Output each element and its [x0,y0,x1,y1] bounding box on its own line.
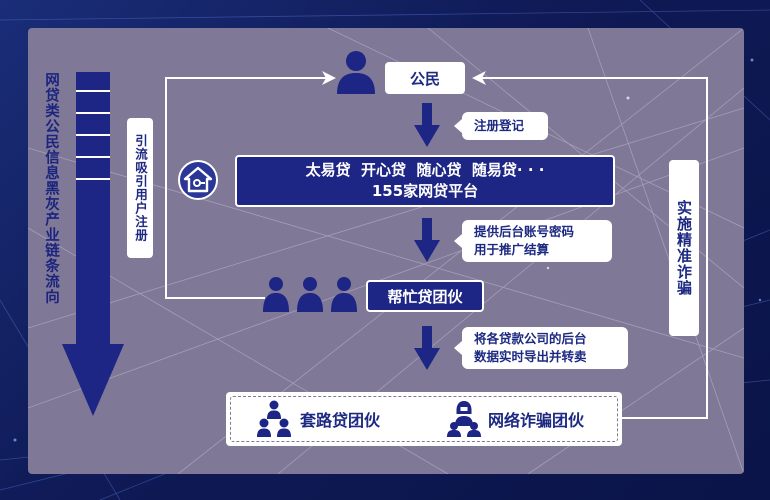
flow-arrow-3 [414,326,440,370]
note-resell-line2: 数据实时导出并转卖 [474,349,587,364]
flow-arrow-2 [414,218,440,262]
note-resell: 将各贷款公司的后台 数据实时导出并转卖 [454,327,628,369]
note-accounts-line1: 提供后台账号密码 [474,224,575,239]
scam-group-a: 套路贷团伙 [300,411,381,430]
scam-groups-dashed-border [230,396,618,442]
chain-flow-title: 网贷类公民信息黑灰产业链条流向 [43,72,59,305]
hooded-group-icon [447,401,481,437]
right-loop-vertical-line [706,77,708,419]
scam-groups-box: 套路贷团伙 网络诈骗团伙 [226,392,622,446]
scam-group-b: 网络诈骗团伙 [488,411,585,430]
left-loop-bottom-line [165,297,265,299]
platform-icon-badge [178,160,218,200]
citizen-node: 公民 [385,62,465,94]
platform-count: 155家网贷平台 [371,182,479,200]
platform-names: 太易贷 开心贷 随心贷 随易贷· · · [305,161,545,179]
flow-arrow-1 [414,103,440,147]
left-loop-arrowhead [322,71,336,85]
left-loop-label: 引流吸引用户注册 [133,134,148,242]
left-loop-top-line [165,77,333,79]
note-resell-line1: 将各贷款公司的后台 [474,331,587,346]
right-loop-label: 实施精准诈骗 [675,200,693,296]
left-loop-label-box: 引流吸引用户注册 [127,118,153,258]
group-three-persons-icon [263,277,357,312]
note-accounts: 提供后台账号密码 用于推广结算 [454,220,612,262]
helper-node: 帮忙贷团伙 [366,280,484,312]
left-loop-vertical-line [165,77,167,299]
house-key-icon [183,166,213,193]
flow-direction-arrow [62,72,124,416]
note-register-text: 注册登记 [474,118,525,133]
person-icon [337,51,375,94]
right-loop-label-box: 实施精准诈骗 [669,160,699,336]
right-loop-bottom-line [622,417,708,419]
note-accounts-line2: 用于推广结算 [474,242,550,257]
pyramid-group-icon [257,400,291,437]
right-loop-top-line [478,77,708,79]
platform-node: 太易贷 开心贷 随心贷 随易贷· · · 155家网贷平台 [235,155,615,207]
note-register: 注册登记 [454,112,548,140]
right-loop-arrowhead [472,71,486,85]
